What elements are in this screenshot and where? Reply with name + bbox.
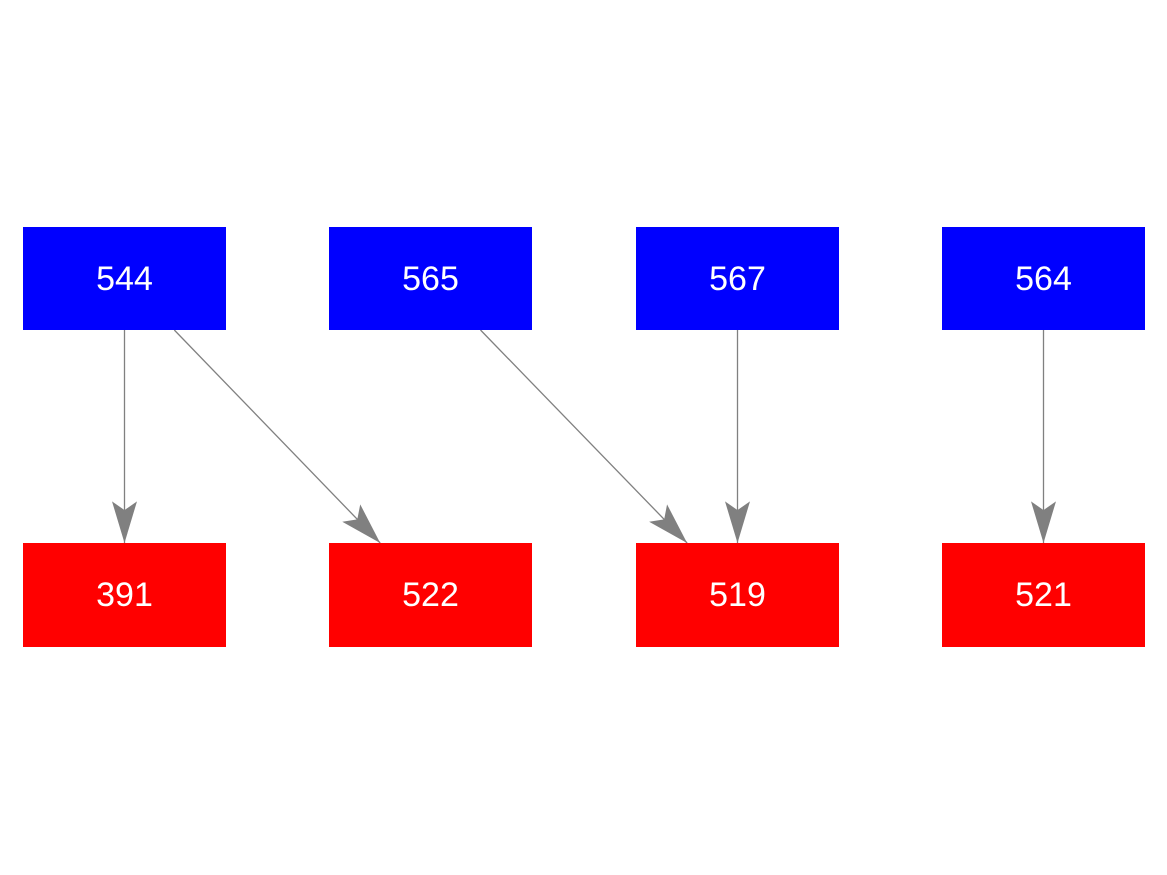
node-label: 391 [96,576,153,614]
graph-node-565: 565 [329,227,532,330]
node-label: 565 [402,259,459,298]
graph-node-564: 564 [942,227,1145,330]
node-label: 564 [1015,259,1072,298]
node-label: 567 [709,259,766,298]
edge-565-519 [480,329,688,544]
graph-node-522: 522 [329,543,532,647]
graph-node-391: 391 [23,543,226,647]
node-label: 522 [402,576,459,614]
graph-node-544: 544 [23,227,226,330]
node-label: 519 [709,576,766,614]
graph-node-519: 519 [636,543,839,647]
graph-node-521: 521 [942,543,1145,647]
node-label: 544 [96,259,153,298]
node-label: 521 [1015,576,1072,614]
graph-node-567: 567 [636,227,839,330]
edge-544-522 [173,329,381,544]
